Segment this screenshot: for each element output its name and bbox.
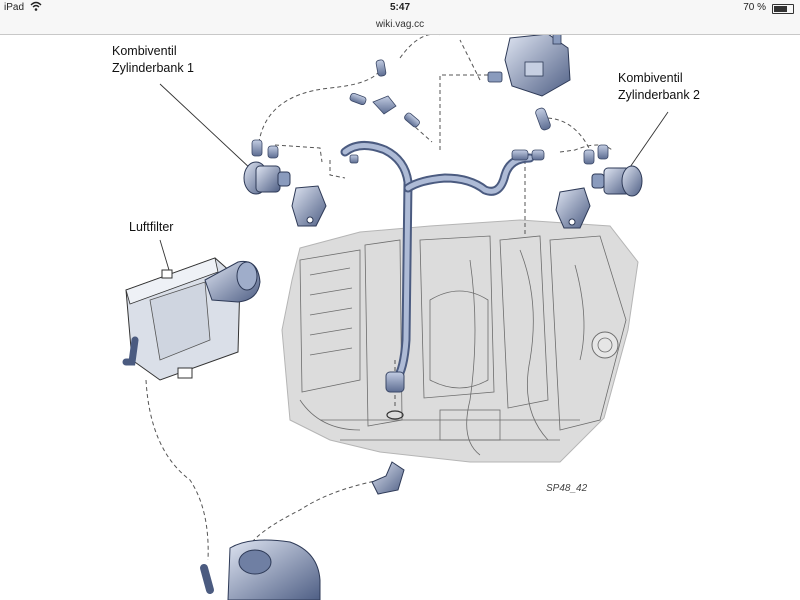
- clock: 5:47: [390, 2, 411, 13]
- label-valve-bank2: Kombiventil Zylinderbank 2: [618, 70, 700, 104]
- url-bar[interactable]: wiki.vag.cc: [0, 16, 800, 35]
- breather-hose: [340, 141, 535, 420]
- hose-connectors: [251, 59, 609, 165]
- engine-diagram: [122, 35, 669, 600]
- battery-level: [774, 6, 787, 12]
- combination-valve-bank2: [555, 165, 643, 229]
- label-valve-bank2-line1: Kombiventil: [618, 71, 683, 85]
- url-text[interactable]: wiki.vag.cc: [375, 19, 425, 30]
- engine-block: [281, 219, 639, 463]
- figure-reference: SP48_42: [546, 483, 588, 494]
- elbow-connector: [371, 461, 405, 495]
- label-air-filter: Luftfilter: [129, 220, 174, 234]
- label-valve-bank1-line2: Zylinderbank 1: [112, 61, 194, 75]
- device-name: iPad: [4, 2, 25, 13]
- label-valve-bank1: Kombiventil Zylinderbank 1: [112, 43, 194, 77]
- label-valve-bank2-line2: Zylinderbank 2: [618, 88, 700, 102]
- battery-percent: 70 %: [743, 2, 766, 13]
- label-valve-bank1-line1: Kombiventil: [112, 44, 177, 58]
- combination-valve-bank1: [243, 161, 327, 227]
- secondary-air-pump: [200, 539, 321, 600]
- status-bar: iPad 5:47 70 %: [0, 0, 800, 16]
- air-filter: [122, 257, 261, 381]
- regulating-valve: [487, 35, 571, 97]
- battery-icon: [772, 4, 794, 14]
- diagram-area: Kombiventil Zylinderbank 1 Kombiventil Z…: [0, 35, 800, 600]
- wifi-icon: [30, 0, 42, 15]
